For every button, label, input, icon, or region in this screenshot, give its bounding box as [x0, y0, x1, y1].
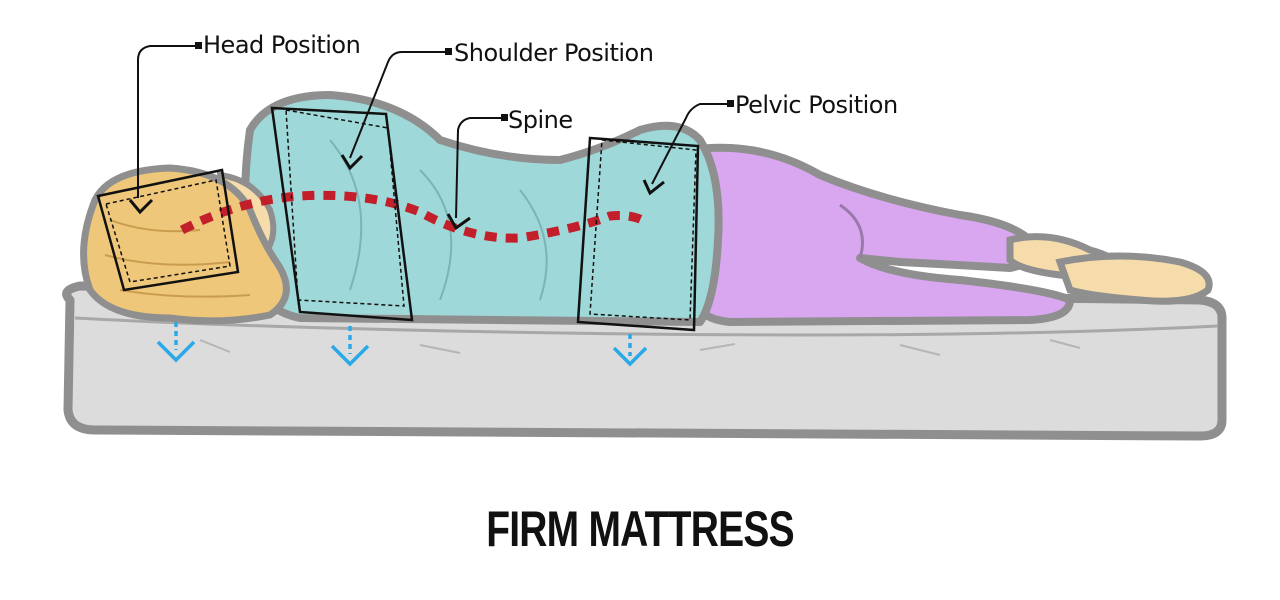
pelvic-position-label: Pelvic Position [735, 91, 898, 119]
head [80, 164, 290, 325]
callout-leaders [137, 42, 734, 219]
torso [241, 91, 723, 326]
head-box [96, 168, 240, 292]
spine-curve [179, 190, 645, 243]
shoulder-box [270, 106, 414, 322]
spine-label: Spine [508, 106, 573, 134]
shoulder-position-label: Shoulder Position [454, 39, 654, 67]
diagram-title: FIRM MATTRESS [486, 501, 794, 557]
pressure-arrow-pelvic [612, 334, 648, 367]
legs [686, 143, 1074, 326]
head-position-label: Head Position [203, 31, 361, 59]
pressure-arrows [156, 322, 648, 367]
pelvic-box [576, 136, 700, 332]
pressure-arrow-head [156, 322, 196, 363]
pressure-arrow-shoulder [330, 326, 370, 367]
spine-marker [446, 213, 471, 231]
feet [1006, 233, 1213, 305]
